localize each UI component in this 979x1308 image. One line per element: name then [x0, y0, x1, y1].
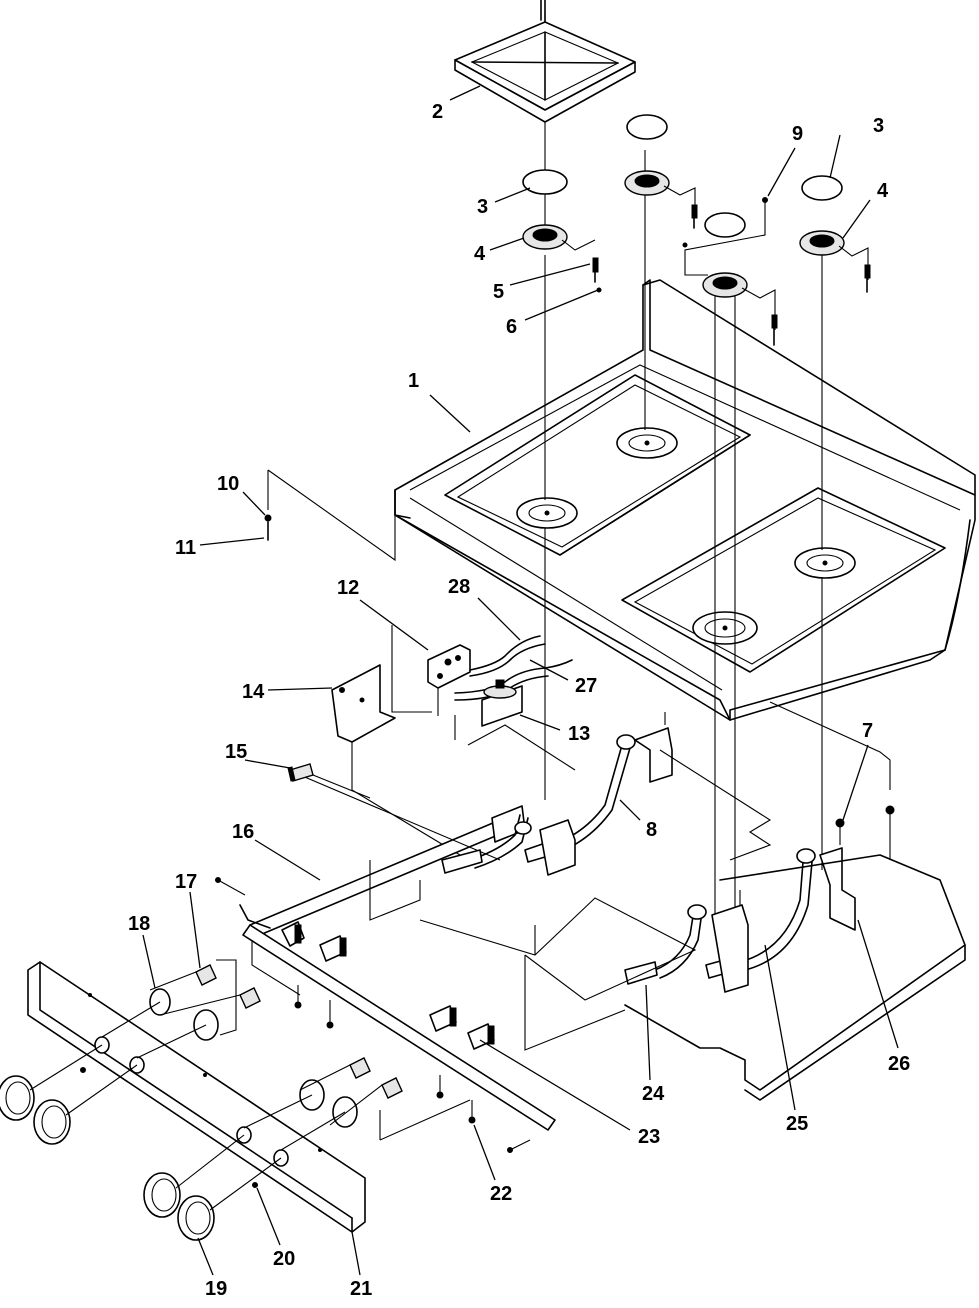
callout-4-right: 4: [877, 180, 889, 202]
callout-9: 9: [792, 123, 803, 145]
cooktop-main-top: [394, 279, 976, 721]
callout-8: 8: [646, 819, 657, 841]
pressure-regulator: [454, 679, 576, 771]
callout-26: 26: [888, 1053, 910, 1075]
callout-22: 22: [490, 1183, 512, 1205]
callout-19: 19: [205, 1278, 227, 1300]
callout-14: 14: [242, 681, 265, 703]
callout-12: 12: [337, 577, 359, 599]
callout-7: 7: [862, 720, 873, 742]
left-assembly: [264, 469, 396, 562]
burner-box: [624, 701, 966, 1101]
callout-28: 28: [448, 576, 470, 598]
callout-3-right: 3: [873, 115, 884, 137]
leader-lines: [142, 85, 899, 1276]
callout-23: 23: [638, 1126, 660, 1148]
callout-20: 20: [273, 1248, 295, 1270]
burner-tubes: [441, 712, 816, 993]
control-knobs: [0, 1044, 282, 1241]
callout-4-left: 4: [474, 243, 486, 265]
callout-25: 25: [786, 1113, 808, 1135]
callout-18: 18: [128, 913, 150, 935]
callout-13: 13: [568, 723, 590, 745]
burner-grate: [454, 0, 636, 123]
valve-bar: [215, 877, 556, 1153]
callout-24: 24: [642, 1083, 665, 1105]
callout-2: 2: [432, 101, 443, 123]
lower-frame: [369, 860, 697, 1141]
burner-heads: [522, 170, 869, 330]
callout-5: 5: [493, 281, 504, 303]
burner-caps: [522, 114, 843, 238]
callout-1: 1: [408, 370, 419, 392]
igniter-electrodes: [592, 197, 871, 346]
inlet-fitting: [287, 763, 371, 799]
callout-15: 15: [225, 741, 247, 763]
callout-16: 16: [232, 821, 254, 843]
callout-27: 27: [575, 675, 597, 697]
callout-6: 6: [506, 316, 517, 338]
callout-10: 10: [217, 473, 239, 495]
callout-11: 11: [175, 537, 196, 559]
callout-labels: 1 2 3 3 4 4 5 6 7 8 9 10 11 12 13 14 15 …: [128, 101, 910, 1300]
mounting-bracket: [331, 664, 461, 856]
callout-3-left: 3: [477, 196, 488, 218]
callout-17: 17: [175, 871, 197, 893]
gas-manifold: [239, 774, 526, 938]
callout-21: 21: [350, 1278, 372, 1300]
